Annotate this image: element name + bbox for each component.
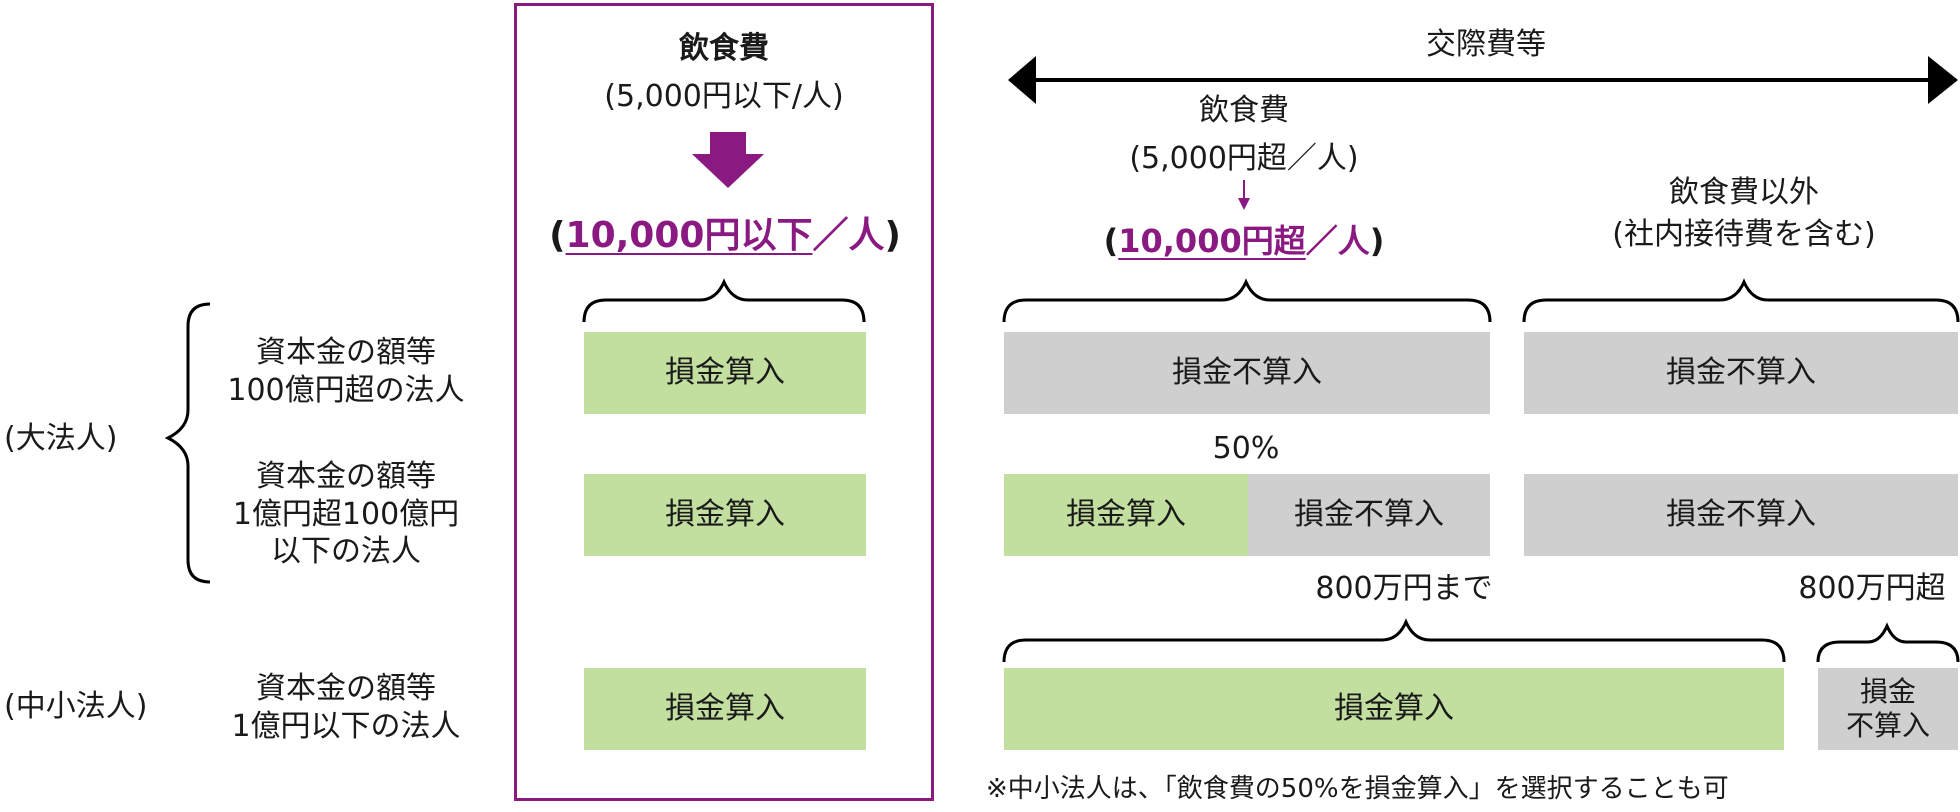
cell-r2-col2-non-deductible: 損金不算入	[1248, 474, 1490, 556]
range-label: 交際費等	[1426, 27, 1546, 62]
brace-col3	[1522, 278, 1960, 323]
cell-r3-over-800: 損金 不算入	[1818, 668, 1958, 750]
group-small-corp: (中小法人)	[4, 689, 148, 724]
col2-new-per-person: ／人	[1305, 222, 1370, 260]
row-label-under-100m: 資本金の額等 1億円以下の法人	[231, 671, 461, 744]
brace-large-corp	[164, 302, 211, 584]
brace-up-to-800	[1002, 618, 1786, 663]
cell-r2-col1: 損金算入	[584, 474, 866, 556]
brace-col1	[582, 278, 866, 323]
brace-col2	[1002, 278, 1492, 323]
brace-over-800	[1816, 622, 1960, 663]
cell-r1-col2: 損金不算入	[1004, 332, 1490, 414]
col2-new-threshold: (10,000円超／人)	[1064, 216, 1424, 262]
group-large-corp: (大法人)	[4, 421, 118, 456]
col3-line1: 飲食費以外	[1669, 175, 1819, 210]
cell-r2-col2-deductible: 損金算入	[1004, 474, 1248, 556]
over-800-label: 800万円超	[1798, 571, 1946, 606]
col1-new-amount: 10,000円以下	[565, 215, 813, 256]
col2-subtitle: (5,000円超／人)	[1129, 141, 1359, 176]
percent-50-label: 50%	[1212, 431, 1280, 466]
col2-paren-close: )	[1369, 222, 1385, 260]
cell-r1-col1: 損金算入	[584, 332, 866, 414]
highlight-frame	[514, 3, 934, 801]
col1-new-per-person: ／人	[812, 215, 885, 256]
col1-subtitle: (5,000円以下/人)	[604, 79, 844, 114]
col1-paren-close: )	[884, 215, 901, 256]
col1-paren-open: (	[549, 215, 566, 256]
col2-new-amount: 10,000円超	[1118, 222, 1306, 260]
cell-r1-col3: 損金不算入	[1524, 332, 1958, 414]
col1-new-threshold: (10,000円以下／人)	[530, 206, 920, 258]
up-to-800-label: 800万円まで	[1315, 571, 1493, 606]
row-label-over-10b: 資本金の額等 100億円超の法人	[227, 335, 465, 408]
down-arrow-icon	[692, 132, 764, 188]
range-double-arrow	[1008, 56, 1958, 104]
col1-title: 飲食費	[679, 31, 769, 66]
small-down-arrow-icon	[1238, 180, 1250, 210]
col3-line2: (社内接待費を含む)	[1612, 217, 1876, 252]
cell-r3-col1: 損金算入	[584, 668, 866, 750]
col2-title: 飲食費	[1199, 93, 1289, 128]
cell-r3-up-to-800: 損金算入	[1004, 668, 1784, 750]
footnote: ※中小法人は、「飲食費の50%を損金算入」を選択することも可	[986, 774, 1729, 804]
col2-paren-open: (	[1103, 222, 1119, 260]
row-label-100m-to-10b: 資本金の額等 1億円超100億円 以下の法人	[232, 459, 460, 569]
cell-r2-col3: 損金不算入	[1524, 474, 1958, 556]
